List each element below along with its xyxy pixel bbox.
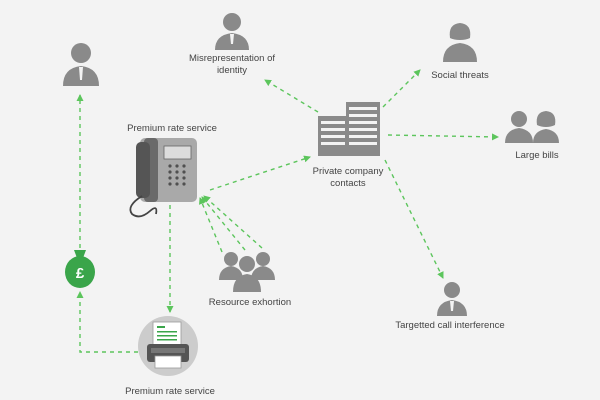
premium-rate-service-label-top: Premium rate service — [127, 123, 217, 134]
targetted-call-interference-label: Targetted call interference — [395, 320, 505, 331]
misrepresentation-person-icon — [215, 13, 249, 50]
arrow-resource-to-phone-3 — [203, 195, 263, 249]
svg-text:£: £ — [76, 265, 85, 282]
large-bills-label: Large bills — [515, 150, 559, 161]
resource-exhortion-label: Resource exhortion — [208, 297, 292, 308]
misrepresentation-label: Misrepresentation of identity — [188, 53, 276, 76]
social-threats-label: Social threats — [431, 70, 489, 81]
fax-receipt-icon — [138, 316, 198, 376]
social-threats-person-icon — [443, 23, 477, 62]
pound-money-bag-icon: £ — [65, 250, 95, 288]
premium-rate-service-label-bottom: Premium rate service — [125, 386, 215, 397]
desk-phone-icon — [129, 138, 197, 218]
arrow-resource-to-phone-2 — [201, 196, 246, 251]
arrow-resource-to-phone-1 — [199, 197, 223, 253]
arrow-company-to-targetted — [384, 159, 444, 279]
arrow-company-to-large-bills — [387, 133, 499, 141]
arrows — [76, 69, 499, 353]
large-bills-couple-icon — [505, 111, 559, 143]
arrow-company-to-social-threats — [382, 69, 421, 108]
fraudster-person-icon — [63, 43, 99, 86]
targetted-person-icon — [437, 282, 467, 316]
arrow-receipt-to-moneybag — [76, 291, 138, 353]
arrow-phone-to-company — [209, 155, 311, 191]
company-building-icon — [318, 102, 380, 156]
arrow-company-to-misrepresentation — [264, 79, 319, 113]
private-company-contacts-label: Private company contacts — [312, 166, 384, 189]
resource-group-icon — [219, 252, 275, 292]
